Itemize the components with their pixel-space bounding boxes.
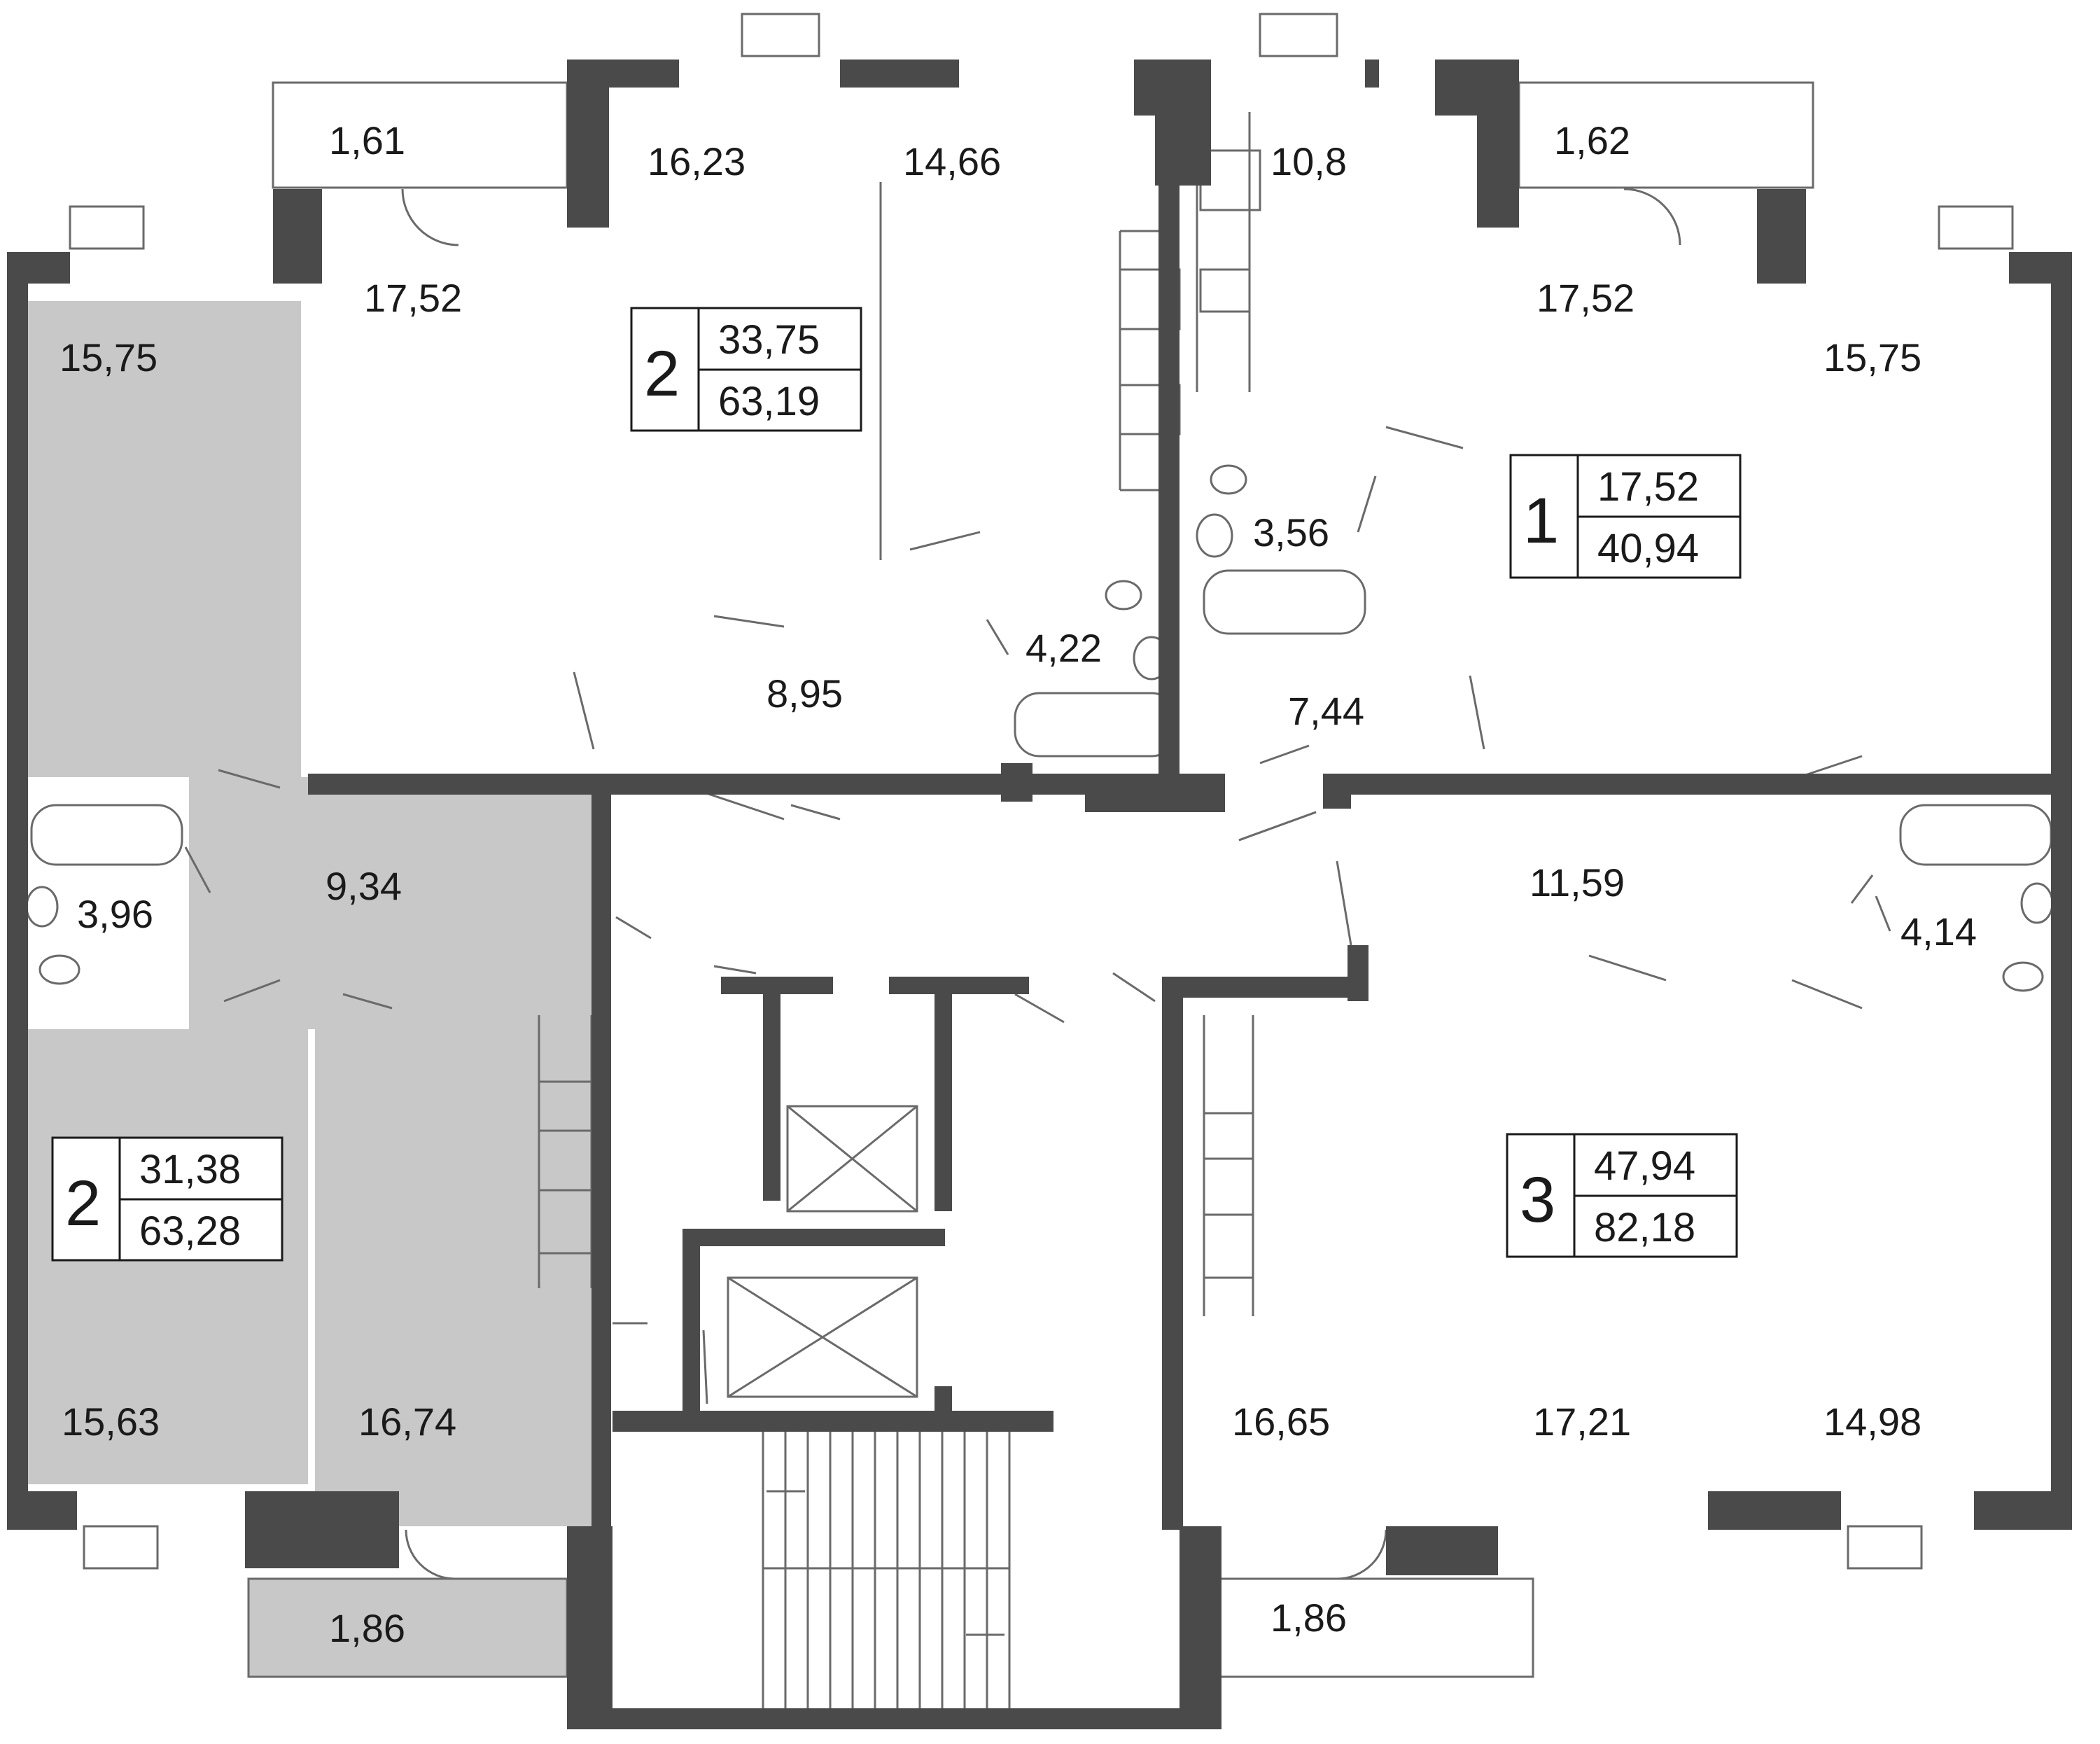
area-hall-8-95: 8,95 xyxy=(766,671,843,716)
area-room-17-52-right: 17,52 xyxy=(1536,276,1634,320)
area-kitchen-top-c: 10,8 xyxy=(1270,139,1347,183)
area-room-15-63: 15,63 xyxy=(62,1400,160,1444)
area-room-17-21: 17,21 xyxy=(1533,1400,1631,1444)
area-bath-3-56: 3,56 xyxy=(1253,510,1329,554)
apartment-badge-1[interactable]: 1 17,52 40,94 xyxy=(1509,454,1742,579)
area-room-14-98: 14,98 xyxy=(1823,1400,1921,1444)
area-balcony-top-left: 1,61 xyxy=(329,118,405,162)
apartment-badge-2-left[interactable]: 2 31,38 63,28 xyxy=(51,1136,284,1262)
badge-total-area: 82,18 xyxy=(1594,1205,1695,1250)
area-room-left-upper: 15,75 xyxy=(59,335,158,379)
badge-room-count: 2 xyxy=(65,1168,101,1239)
area-kitchen-16-74: 16,74 xyxy=(358,1400,456,1444)
badge-total-area: 63,19 xyxy=(718,379,820,424)
area-balcony-bottom-right: 1,86 xyxy=(1270,1596,1347,1640)
room-area-labels: 1,61 16,23 14,66 10,8 1,62 15,75 17,52 1… xyxy=(59,118,1977,1650)
walls xyxy=(7,60,2072,1729)
badge-room-count: 3 xyxy=(1520,1164,1555,1236)
area-hall-11-59: 11,59 xyxy=(1530,860,1625,905)
badge-living-area: 33,75 xyxy=(718,317,820,363)
area-bath-4-14: 4,14 xyxy=(1900,909,1977,954)
apartment-badge-3[interactable]: 3 47,94 82,18 xyxy=(1506,1133,1738,1258)
badge-total-area: 40,94 xyxy=(1597,526,1699,571)
area-room-17-52-left: 17,52 xyxy=(364,276,462,320)
area-kitchen-16-65: 16,65 xyxy=(1232,1400,1330,1444)
badge-living-area: 47,94 xyxy=(1594,1143,1695,1189)
area-kitchen-top-b: 14,66 xyxy=(903,139,1001,183)
area-bath-3-96: 3,96 xyxy=(77,892,153,936)
badge-living-area: 17,52 xyxy=(1597,464,1699,510)
area-hall-7-44: 7,44 xyxy=(1288,689,1364,733)
area-bath-4-22: 4,22 xyxy=(1026,626,1102,670)
area-room-right-upper: 15,75 xyxy=(1823,335,1921,379)
selected-apartment-fill[interactable] xyxy=(28,301,609,1677)
balconies xyxy=(69,13,2014,1678)
elevators xyxy=(727,1105,918,1398)
badge-room-count: 1 xyxy=(1523,485,1559,557)
badge-total-area: 63,28 xyxy=(139,1208,241,1254)
area-hall-9-34: 9,34 xyxy=(326,864,402,908)
stairs xyxy=(762,1432,1011,1708)
area-balcony-bottom-left: 1,86 xyxy=(329,1606,405,1650)
area-room-top-a: 16,23 xyxy=(648,139,746,183)
badge-room-count: 2 xyxy=(644,338,680,410)
apartment-badge-2-top[interactable]: 2 33,75 63,19 xyxy=(630,307,862,432)
badge-living-area: 31,38 xyxy=(139,1147,241,1192)
area-balcony-top-right: 1,62 xyxy=(1554,118,1630,162)
